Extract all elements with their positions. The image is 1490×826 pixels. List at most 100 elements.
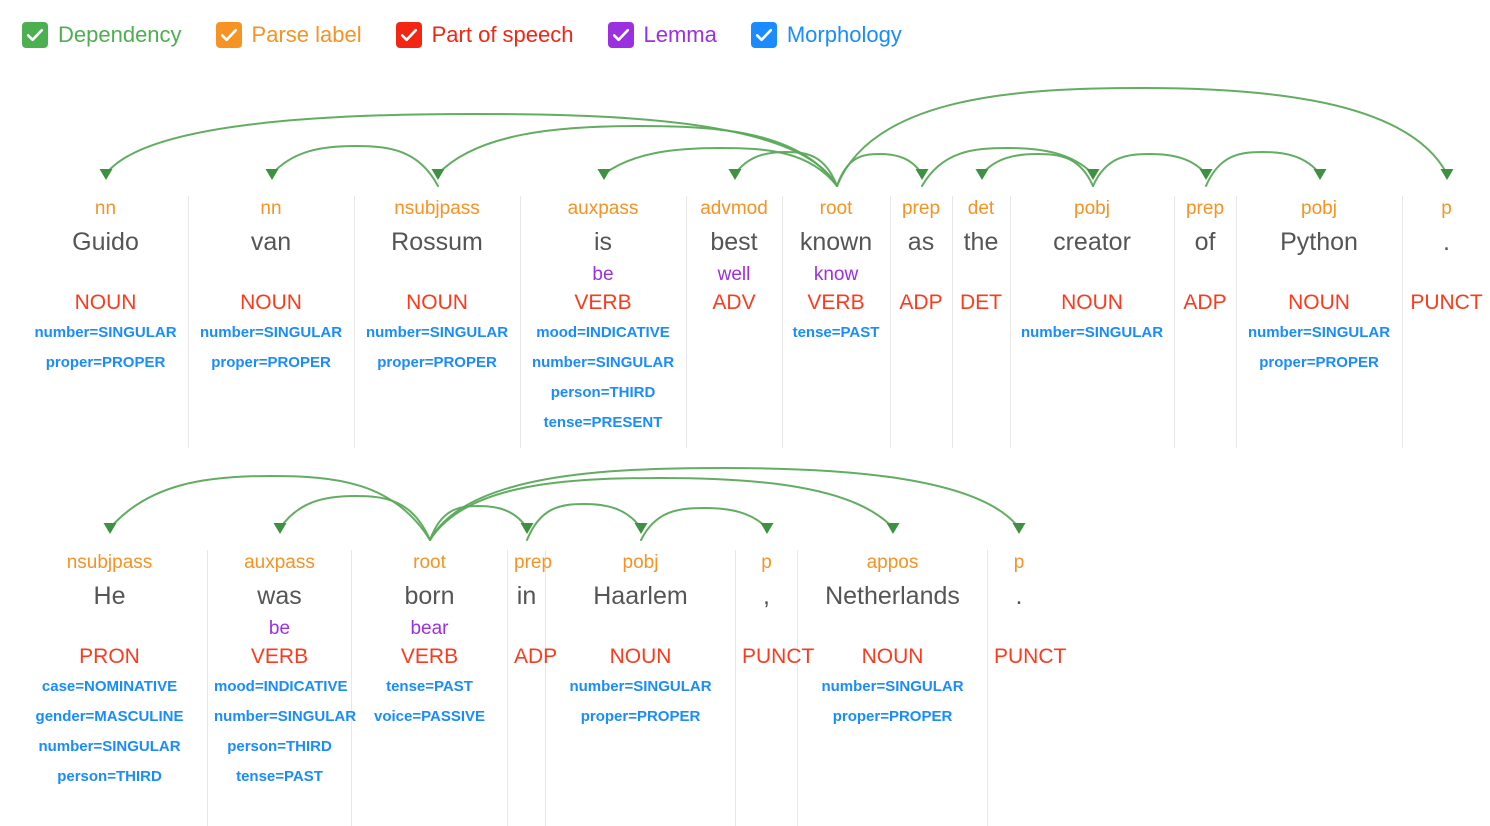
part-of-speech-tag: NOUN xyxy=(1061,291,1123,314)
dependency-arrowhead xyxy=(915,169,929,180)
token-word: creator xyxy=(1053,228,1131,256)
checkbox-checked-icon[interactable] xyxy=(750,22,777,48)
legend-label: Dependency xyxy=(58,22,182,47)
token-columns: nsubjpassHe-PRONcase=NOMINATIVEgender=MA… xyxy=(0,550,1067,826)
dependency-arc xyxy=(429,504,528,541)
token-column[interactable]: apposNetherlands-NOUNnumber=SINGULARprop… xyxy=(798,550,988,826)
dependency-label: prep xyxy=(514,552,553,573)
checkbox-checked-icon[interactable] xyxy=(215,22,242,48)
token-word: in xyxy=(516,582,537,610)
dependency-label: appos xyxy=(866,552,919,573)
dependency-label: nsubjpass xyxy=(66,552,153,573)
token-lemma: be xyxy=(592,264,614,285)
morphology-feature: proper=PROPER xyxy=(211,354,331,371)
part-of-speech-tag: PUNCT xyxy=(1410,291,1483,314)
token-column[interactable]: p,-PUNCT xyxy=(736,550,815,826)
dependency-arrowhead xyxy=(886,523,900,534)
token-column[interactable]: p.-PUNCT xyxy=(1403,196,1490,448)
morphology-feature: person=THIRD xyxy=(550,384,656,401)
token-word: , xyxy=(763,582,770,610)
token-column[interactable]: nsubjpassRossum-NOUNnumber=SINGULARprope… xyxy=(355,196,521,448)
token-column[interactable]: nsubjpassHe-PRONcase=NOMINATIVEgender=MA… xyxy=(12,550,208,826)
token-word: van xyxy=(250,228,292,256)
dependency-arrowhead xyxy=(634,523,648,534)
part-of-speech-tag: NOUN xyxy=(406,291,468,314)
part-of-speech-tag: ADP xyxy=(514,645,558,668)
part-of-speech-tag: NOUN xyxy=(74,291,137,314)
checkbox-checked-icon[interactable] xyxy=(22,22,48,48)
checkbox-checked-icon[interactable] xyxy=(607,22,634,48)
dependency-arc xyxy=(429,466,1020,541)
dependency-arrowhead xyxy=(99,169,113,180)
token-lemma: be xyxy=(268,618,291,639)
morphology-feature: number=SINGULAR xyxy=(531,354,675,371)
morphology-feature: proper=PROPER xyxy=(377,354,497,371)
dependency-arrowhead xyxy=(520,523,534,534)
dependency-arc xyxy=(836,86,1448,187)
morphology-feature: number=SINGULAR xyxy=(214,708,357,725)
part-of-speech-tag: PUNCT xyxy=(994,645,1067,668)
dependency-arrowhead xyxy=(975,169,989,180)
legend-toggle-parse-label[interactable]: Parse label xyxy=(215,22,362,48)
part-of-speech-tag: DET xyxy=(960,291,1002,314)
legend-toggle-morphology[interactable]: Morphology xyxy=(750,22,902,48)
morphology-feature: number=SINGULAR xyxy=(821,678,964,695)
dependency-arc xyxy=(603,146,838,187)
dependency-label: pobj xyxy=(1074,198,1110,219)
dependency-arrowhead xyxy=(431,169,445,180)
dependency-arc xyxy=(429,476,894,541)
part-of-speech-tag: PRON xyxy=(79,645,140,668)
dependency-arrowhead xyxy=(1012,523,1026,534)
token-lemma: know xyxy=(813,264,859,285)
token-column[interactable]: p.-PUNCT xyxy=(988,550,1067,826)
legend-label: Part of speech xyxy=(431,22,574,47)
dependency-label: det xyxy=(967,198,995,219)
dependency-arc xyxy=(279,494,431,541)
dependency-arc-layer xyxy=(0,440,1490,544)
token-word: . xyxy=(1015,582,1023,610)
legend-toggle-dependency[interactable]: Dependency xyxy=(22,22,182,48)
checkbox-checked-icon[interactable] xyxy=(395,22,422,48)
token-column[interactable]: pobjPython-NOUNnumber=SINGULARproper=PRO… xyxy=(1237,196,1403,448)
token-lemma: well xyxy=(717,264,751,285)
dependency-label: auxpass xyxy=(244,552,315,573)
legend-toggle-lemma[interactable]: Lemma xyxy=(607,22,717,48)
dependency-label: advmod xyxy=(700,198,768,219)
token-word: He xyxy=(93,582,126,610)
token-word: as xyxy=(907,228,935,256)
morphology-feature: tense=PAST xyxy=(386,678,473,695)
token-word: Rossum xyxy=(391,228,483,256)
morphology-feature: mood=INDICATIVE xyxy=(536,324,670,341)
token-word: born xyxy=(404,582,455,610)
dependency-arrowhead xyxy=(265,169,279,180)
dependency-label: nn xyxy=(260,198,282,219)
dependency-arc xyxy=(271,144,439,187)
dependency-label: p xyxy=(1441,198,1452,219)
dependency-label: prep xyxy=(1185,198,1225,219)
dependency-arrowhead xyxy=(1199,169,1213,180)
token-column[interactable]: pobjHaarlem-NOUNnumber=SINGULARproper=PR… xyxy=(546,550,736,826)
part-of-speech-tag: PUNCT xyxy=(742,645,815,668)
token-word: Python xyxy=(1280,228,1358,256)
legend-label: Lemma xyxy=(643,22,717,47)
part-of-speech-tag: NOUN xyxy=(861,645,924,668)
legend-toggle-part-of-speech[interactable]: Part of speech xyxy=(395,22,574,48)
part-of-speech-tag: VERB xyxy=(807,291,865,314)
dependency-arc xyxy=(734,150,838,187)
morphology-feature: mood=INDICATIVE xyxy=(214,678,348,695)
token-word: . xyxy=(1443,228,1450,256)
legend-label: Parse label xyxy=(251,22,362,47)
part-of-speech-tag: NOUN xyxy=(609,645,672,668)
